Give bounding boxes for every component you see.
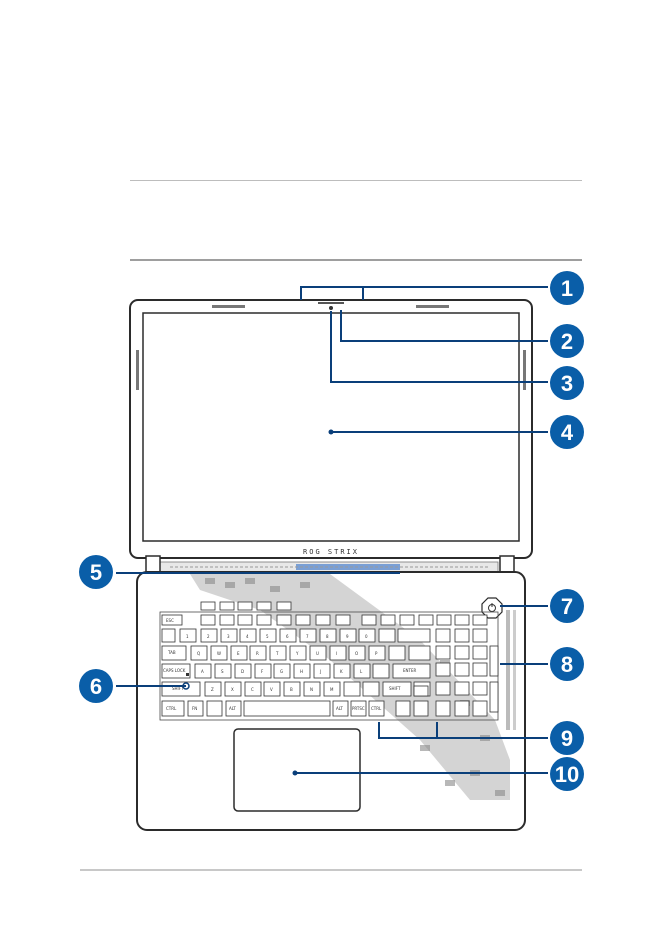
letter-key-w: W: [217, 651, 221, 656]
key-tab-label: TAB: [167, 650, 176, 655]
letter-key-q: Q: [197, 651, 200, 656]
letter-key-c: C: [251, 687, 254, 692]
callout-2: 2: [550, 324, 584, 358]
touchpad[interactable]: [234, 729, 360, 811]
key-fn-label: FN: [192, 706, 197, 711]
number-row: 1 2 3 4 5 6 7 8 9 0: [162, 629, 430, 642]
svg-text:5: 5: [90, 560, 102, 585]
logo-text: ROG STRIX: [303, 548, 359, 556]
letter-key-n: N: [310, 687, 313, 692]
letter-key-a: A: [201, 669, 204, 674]
letter-key-v: V: [270, 687, 273, 692]
key-ctrl-right-label: CTRL: [371, 706, 382, 711]
callout-5: 5: [79, 555, 113, 589]
svg-text:9: 9: [561, 726, 573, 751]
letter-key-r: R: [256, 651, 259, 656]
key-enter-label: ENTER: [403, 668, 416, 673]
letter-key-i: I: [336, 651, 337, 656]
callout-3: 3: [550, 366, 584, 400]
qwerty-row: TAB Q W E R T Y U I O P: [162, 646, 430, 660]
svg-text:10: 10: [555, 762, 579, 787]
key-esc-label: ESC: [166, 618, 174, 623]
letter-key-j: J: [319, 669, 321, 674]
letter-key-z: Z: [211, 687, 214, 692]
callout-8: 8: [550, 647, 584, 681]
callout-6: 6: [79, 669, 113, 703]
webcam-icon: [329, 306, 333, 310]
callout-7: 7: [550, 589, 584, 623]
key-prtsc-label: PRTSC: [352, 706, 365, 711]
letter-key-x: X: [231, 687, 234, 692]
key-alt-label: ALT: [229, 706, 236, 711]
callout-1: 1: [550, 271, 584, 305]
letter-key-m: M: [330, 687, 334, 692]
svg-text:1: 1: [561, 276, 573, 301]
key-shift-right-label: SHIFT: [389, 686, 401, 691]
letter-key-h: H: [300, 669, 303, 674]
letter-key-u: U: [316, 651, 319, 656]
letter-key-g: G: [280, 669, 283, 674]
callout-9: 9: [550, 721, 584, 755]
letter-key-k: K: [340, 669, 343, 674]
key-caps-label: CAPS LOCK: [163, 668, 186, 673]
key-ctrl-label: CTRL: [166, 706, 177, 711]
callout-4: 4: [550, 415, 584, 449]
svg-text:8: 8: [561, 652, 573, 677]
letter-key-t: T: [275, 651, 279, 656]
caps-lock-indicator: [186, 673, 189, 676]
callout-10: 10: [550, 757, 584, 791]
letter-key-y: Y: [295, 651, 299, 656]
svg-text:4: 4: [561, 420, 574, 445]
letter-key-o: O: [355, 651, 358, 656]
letter-key-d: D: [241, 669, 244, 674]
svg-text:3: 3: [561, 371, 573, 396]
svg-text:2: 2: [561, 329, 573, 354]
letter-key-b: B: [290, 687, 293, 692]
key-alt-right-label: ALT: [336, 706, 343, 711]
svg-text:7: 7: [561, 594, 573, 619]
svg-text:6: 6: [90, 674, 102, 699]
